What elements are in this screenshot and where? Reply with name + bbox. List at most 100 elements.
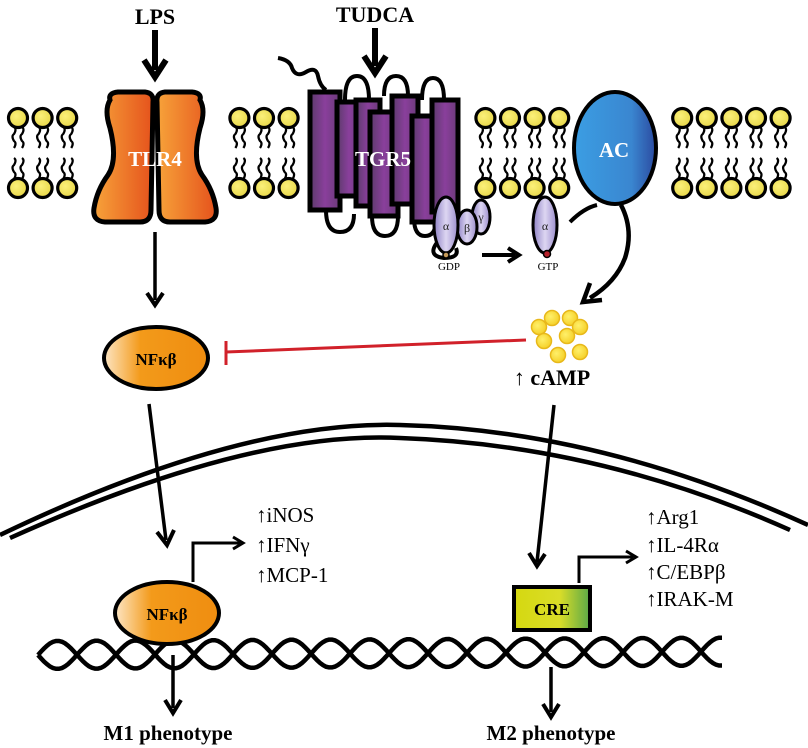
m1-transcription-arrow xyxy=(191,535,246,582)
gene-arg1: ↑Arg1 xyxy=(646,505,699,529)
lipid-tail xyxy=(282,126,288,149)
lipid-tail xyxy=(503,157,509,180)
lipid-tail xyxy=(511,126,517,149)
gene-ifng: ↑IFNγ xyxy=(256,533,310,557)
lipid-head xyxy=(6,176,30,200)
camp-molecule xyxy=(530,318,548,336)
ac-to-camp-arrow xyxy=(568,203,631,305)
g-protein-gdp: γ β α GDP xyxy=(432,195,492,273)
m1-gene-list: ↑iNOS ↑IFNγ ↑MCP-1 xyxy=(256,503,328,587)
tudca-arrow xyxy=(361,28,389,79)
lipid-tail xyxy=(68,126,74,149)
nfkb-cytoplasm: NFκβ xyxy=(102,325,210,391)
lipid-tail xyxy=(552,126,558,149)
lipid-tail xyxy=(683,157,689,180)
gene-cebpb: ↑C/EBPβ xyxy=(646,560,726,584)
lipid-head xyxy=(6,106,30,130)
lipid-tail xyxy=(232,126,238,149)
lipid-tail xyxy=(290,157,296,180)
lipid-head xyxy=(720,106,743,130)
lipid-tail xyxy=(290,126,296,149)
camp-molecule xyxy=(543,309,561,327)
lipid-tail xyxy=(486,126,492,149)
lipid-tail xyxy=(44,126,50,149)
lipid-tail xyxy=(700,126,706,149)
lipid-tail xyxy=(36,126,42,149)
lipid-head xyxy=(277,176,300,200)
gdp-to-gtp-arrow xyxy=(482,246,523,264)
gtp-label: GTP xyxy=(538,261,559,273)
lipid-tail xyxy=(683,126,689,149)
camp-molecule xyxy=(571,343,589,361)
m1-outcome-arrow xyxy=(163,655,183,717)
lipid-head xyxy=(56,106,79,130)
nfkb-translocation-arrow xyxy=(147,403,176,549)
tlr4-label: TLR4 xyxy=(128,147,182,171)
lipid-tail xyxy=(732,126,738,149)
lipid-tail xyxy=(560,126,566,149)
lipid-head xyxy=(695,176,718,200)
lipid-tail xyxy=(232,157,238,180)
nfkb-nucleus: NFκβ xyxy=(113,580,221,646)
g-alpha-gtp: α GTP xyxy=(531,195,559,273)
lipid-tail xyxy=(675,157,681,180)
gene-mcp1: ↑MCP-1 xyxy=(256,563,328,587)
gdp-dot xyxy=(442,251,450,259)
cre-label: CRE xyxy=(534,600,570,619)
lipid-tail xyxy=(265,157,271,180)
camp-molecule xyxy=(549,346,567,364)
lipid-head xyxy=(228,106,251,130)
lipid-head xyxy=(769,176,792,200)
gamma-label: γ xyxy=(477,210,484,224)
dna-helix xyxy=(36,635,722,672)
lipid-tail xyxy=(511,157,517,180)
lipid-tail xyxy=(282,157,288,180)
nfkb-cyto-label: NFκβ xyxy=(135,350,176,369)
gdp-label: GDP xyxy=(438,261,460,273)
lipid-tail xyxy=(257,126,263,149)
m2-outcome-arrow xyxy=(541,667,561,721)
lipid-tail xyxy=(478,157,484,180)
lipid-head xyxy=(671,176,694,200)
tgr5-label: TGR5 xyxy=(355,147,411,171)
camp-molecules xyxy=(530,309,589,364)
lipid-tail xyxy=(732,157,738,180)
lipid-head xyxy=(720,176,743,200)
m2-transcription-arrow xyxy=(577,549,639,583)
lipid-head xyxy=(695,106,718,130)
gene-inos: ↑iNOS xyxy=(256,503,314,527)
gtp-dot xyxy=(542,249,552,259)
lipid-tail xyxy=(536,126,542,149)
lipid-tail xyxy=(724,157,730,180)
lipid-head xyxy=(277,106,300,130)
lipid-head xyxy=(671,106,694,130)
lipid-head xyxy=(474,176,497,200)
nuclear-envelope xyxy=(0,422,808,541)
lipid-head xyxy=(548,176,571,200)
plasma-membrane xyxy=(6,106,792,200)
lipid-tail xyxy=(11,126,17,149)
lipid-tail xyxy=(536,157,542,180)
m1-phenotype-label: M1 phenotype xyxy=(104,721,233,745)
lipid-tail xyxy=(724,126,730,149)
lipid-tail xyxy=(774,126,780,149)
lipid-tail xyxy=(486,157,492,180)
lipid-tail xyxy=(528,126,534,149)
lipid-tail xyxy=(503,126,509,149)
lipid-tail xyxy=(749,157,755,180)
lipid-tail xyxy=(552,157,558,180)
lipid-tail xyxy=(757,157,763,180)
lipid-head xyxy=(769,106,792,130)
lipid-head xyxy=(744,176,768,200)
alpha-gtp-label: α xyxy=(542,219,549,233)
lipid-tail xyxy=(257,157,263,180)
ac-label: AC xyxy=(599,138,629,162)
beta-label: β xyxy=(464,221,470,235)
lipid-tail xyxy=(68,157,74,180)
lipid-tail xyxy=(60,126,66,149)
lipid-tail xyxy=(757,126,763,149)
dna-strand xyxy=(36,635,722,672)
lipid-tail xyxy=(708,126,714,149)
gene-irakm: ↑IRAK-M xyxy=(646,587,734,611)
lipid-tail xyxy=(240,126,246,149)
